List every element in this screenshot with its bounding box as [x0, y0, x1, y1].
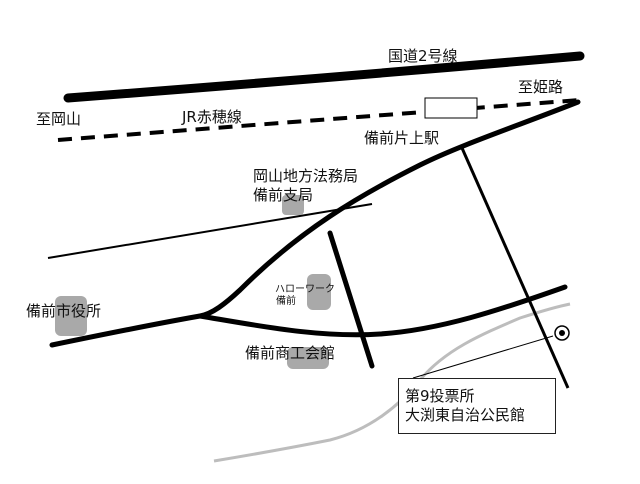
- to-himeji-label: 至姫路: [518, 78, 564, 96]
- polling-marker-inner: [559, 330, 565, 336]
- polling-station-box: 第9投票所 大渕東自治公民館: [398, 378, 556, 434]
- station-label: 備前片上駅: [364, 129, 440, 147]
- road-station-south: [460, 147, 570, 389]
- road-south: [49, 284, 568, 348]
- route2-label: 国道2号線: [388, 47, 458, 65]
- road-west-upper: [47, 203, 373, 259]
- main-road-curve: [197, 99, 581, 319]
- polling-leader-line: [412, 335, 554, 379]
- jr-line-track: [57, 98, 581, 142]
- chamber-marker: [287, 347, 329, 369]
- jr-line-label: JR赤穂線: [182, 108, 242, 126]
- polling-station-name: 大渕東自治公民館: [405, 406, 526, 424]
- route2-road: [63, 51, 585, 103]
- chamber-label: 備前商工会館: [245, 344, 336, 362]
- hello-work-label-2: 備前: [276, 296, 296, 307]
- road-connector: [327, 230, 375, 369]
- polling-station-number: 第9投票所: [405, 387, 475, 405]
- legal-bureau-label-2: 備前支局: [253, 186, 314, 204]
- city-hall-marker: [55, 296, 87, 336]
- hello-work-label-1: ハローワーク: [275, 284, 335, 295]
- station-building: [424, 97, 478, 119]
- legal-bureau-label-1: 岡山地方法務局: [253, 167, 359, 185]
- legal-bureau-marker: [282, 195, 304, 215]
- city-hall-label: 備前市役所: [26, 302, 102, 320]
- to-okayama-label: 至岡山: [36, 110, 82, 128]
- hello-work-marker: [307, 274, 331, 310]
